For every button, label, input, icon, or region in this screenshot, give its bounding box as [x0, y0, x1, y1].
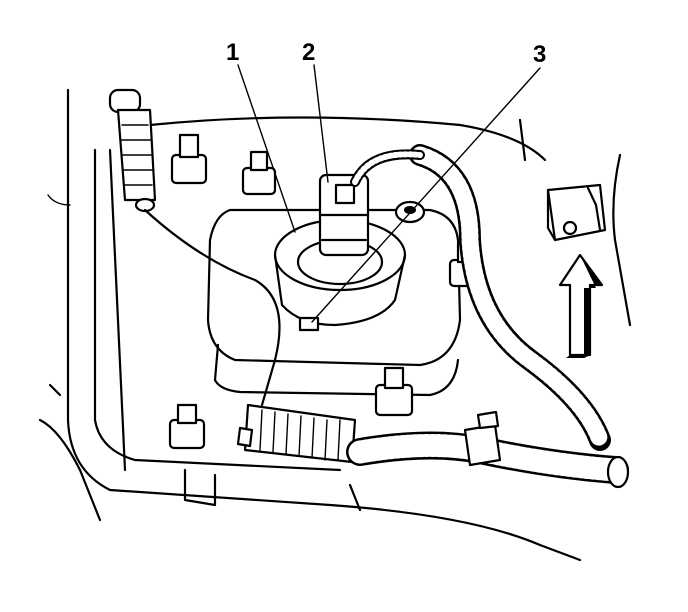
vehicle-frame — [38, 88, 632, 562]
ground-wire — [108, 88, 281, 407]
leader-line-3 — [311, 67, 541, 323]
nut-upper-left — [170, 133, 208, 185]
leader-line-1 — [237, 64, 296, 233]
wiring-harness — [346, 144, 630, 489]
leader-lines — [237, 64, 541, 323]
callout-2: 2 — [302, 39, 315, 66]
nut-lower-left — [168, 403, 206, 450]
nut-upper-mid — [241, 150, 277, 196]
up-arrow-icon — [558, 253, 604, 358]
sensor — [318, 173, 370, 257]
callout-3: 3 — [533, 41, 546, 68]
leader-line-2 — [313, 64, 329, 183]
retainer-tab — [298, 316, 320, 332]
callout-1: 1 — [226, 39, 239, 66]
bracket-inset — [546, 183, 607, 242]
nut-lower-mid — [374, 366, 414, 417]
wire-connector — [236, 403, 357, 464]
